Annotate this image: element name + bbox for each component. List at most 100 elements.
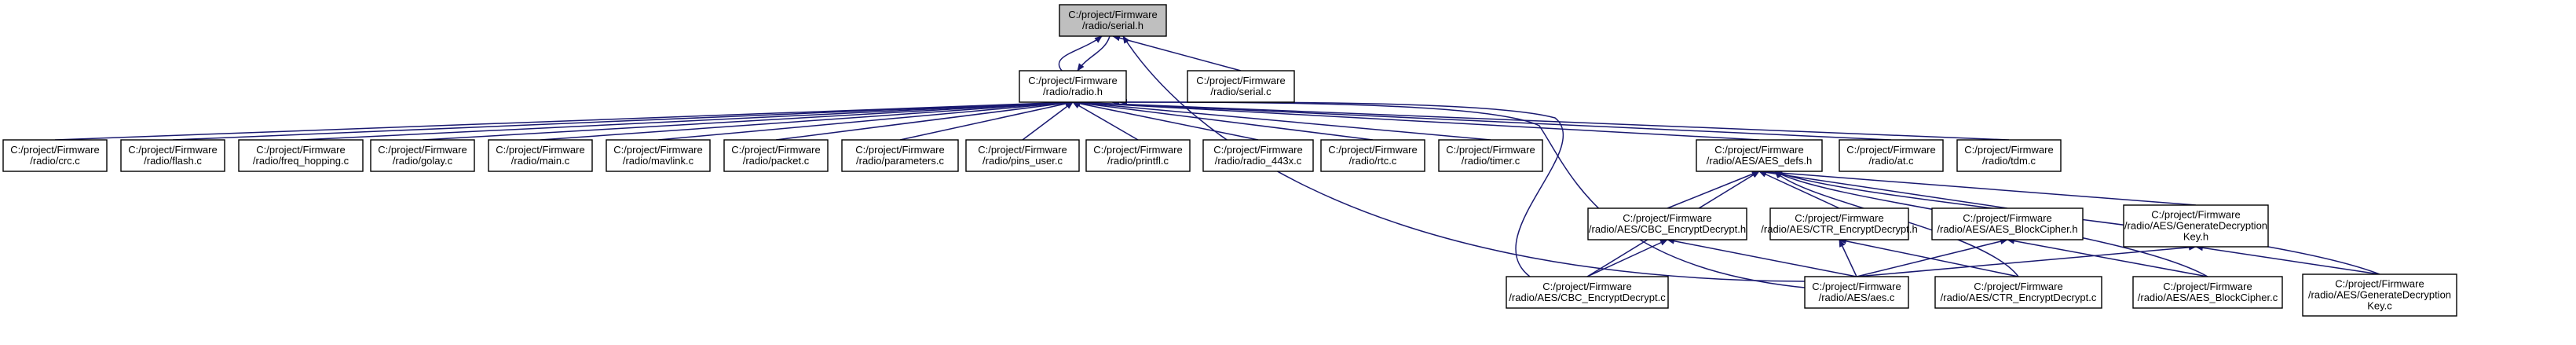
node-box[interactable] [1059,4,1167,37]
node-label-line: /radio/AES/AES_defs.h [1707,155,1812,167]
node-serial_c[interactable]: C:/project/Firmware/radio/serial.c [1187,70,1295,103]
edge-freq_c-to-radio_h [300,99,1074,141]
node-label-line: C:/project/Firmware [1328,144,1417,156]
node-box[interactable] [1320,139,1425,172]
edge-cbc_c-to-cbc_h [1586,239,1668,277]
node-box[interactable] [238,139,364,172]
node-r443x_c[interactable]: C:/project/Firmware/radio/radio_443x.c [1202,139,1314,172]
node-box[interactable] [841,139,959,172]
node-label-line: C:/project/Firmware [855,144,944,156]
edge-serial_c-to-serial_h [1112,35,1242,72]
edge-aes_c-to-cbc_h [1667,237,1857,277]
node-label-line: C:/project/Firmware [1714,144,1803,156]
edge-ctr_c-to-ctr_h [1839,237,2019,277]
node-gendec_c[interactable]: C:/project/Firmware/radio/AES/GenerateDe… [2302,273,2457,317]
node-box[interactable] [1931,207,2084,240]
node-label-line: /radio/AES/CBC_EncryptDecrypt.c [1509,292,1666,303]
node-cbc_h[interactable]: C:/project/Firmware/radio/AES/CBC_Encryp… [1587,207,1747,240]
node-aes_c[interactable]: C:/project/Firmware/radio/AES/aes.c [1804,276,1909,309]
node-aesdefs_h[interactable]: C:/project/Firmware/radio/AES/AES_defs.h [1696,139,1823,172]
node-packet_c[interactable]: C:/project/Firmware/radio/packet.c [723,139,829,172]
edges-layer [54,35,2380,288]
node-serial_h[interactable]: C:/project/Firmware/radio/serial.h [1059,4,1167,37]
node-box[interactable] [1202,139,1314,172]
node-label-line: /radio/AES/AES_BlockCipher.h [1937,223,2077,235]
node-label-line: Key.c [2367,300,2392,312]
node-label-line: C:/project/Firmware [731,144,820,156]
node-label-line: C:/project/Firmware [1028,75,1117,86]
node-box[interactable] [370,139,475,172]
node-label-line: /radio/AES/GenerateDecryption [2124,220,2267,232]
node-box[interactable] [965,139,1080,172]
node-label-line: C:/project/Firmware [10,144,99,156]
edge-mavlink_c-to-radio_h [657,99,1074,141]
edge-printfl_c-to-radio_h [1072,101,1139,141]
node-box[interactable] [1587,207,1747,240]
node-label-line: /radio/crc.c [30,155,80,167]
node-label-line: C:/project/Firmware [613,144,702,156]
node-box[interactable] [1769,207,1909,240]
edge-tdm_c-to-radio_h [1072,99,2010,141]
node-box[interactable] [2,139,108,172]
edge-gendec_h-to-aesdefs_h [1758,168,2197,206]
node-box[interactable] [1839,139,1944,172]
node-box[interactable] [1187,70,1295,103]
node-box[interactable] [1956,139,2062,172]
node-gendec_h[interactable]: C:/project/Firmware/radio/AES/GenerateDe… [2123,204,2269,248]
node-crc_c[interactable]: C:/project/Firmware/radio/crc.c [2,139,108,172]
node-box[interactable] [1804,276,1909,309]
node-box[interactable] [2302,273,2457,317]
node-label-line: C:/project/Firmware [1964,144,2053,156]
node-label-line: /radio/parameters.c [856,155,944,167]
node-label-line: /radio/pins_user.c [982,155,1063,167]
node-box[interactable] [1506,276,1669,309]
node-block_c[interactable]: C:/project/Firmware/radio/AES/AES_BlockC… [2132,276,2283,309]
node-box[interactable] [1934,276,2102,309]
node-golay_c[interactable]: C:/project/Firmware/radio/golay.c [370,139,475,172]
node-box[interactable] [488,139,593,172]
edge-block_h-to-aesdefs_h [1758,169,2008,209]
node-label-line: /radio/printfl.c [1107,155,1169,167]
node-block_h[interactable]: C:/project/Firmware/radio/AES/AES_BlockC… [1931,207,2084,240]
node-box[interactable] [606,139,711,172]
node-radio_h[interactable]: C:/project/Firmware/radio/radio.h [1019,70,1127,103]
node-mavlink_c[interactable]: C:/project/Firmware/radio/mavlink.c [606,139,711,172]
node-box[interactable] [120,139,225,172]
edge-aes_c-to-gendec_h [1856,244,2197,277]
node-flash_c[interactable]: C:/project/Firmware/radio/flash.c [120,139,225,172]
node-freq_c[interactable]: C:/project/Firmware/radio/freq_hopping.c [238,139,364,172]
node-box[interactable] [723,139,829,172]
node-at_c[interactable]: C:/project/Firmware/radio/at.c [1839,139,1944,172]
node-params_c[interactable]: C:/project/Firmware/radio/parameters.c [841,139,959,172]
node-label-line: /radio/AES/CTR_EncryptDecrypt.h [1761,223,1917,235]
node-label-line: C:/project/Firmware [1068,9,1157,20]
node-cbc_c[interactable]: C:/project/Firmware/radio/AES/CBC_Encryp… [1506,276,1669,309]
node-ctr_h[interactable]: C:/project/Firmware/radio/AES/CTR_Encryp… [1761,207,1918,240]
node-timer_c[interactable]: C:/project/Firmware/radio/timer.c [1438,139,1543,172]
node-ctr_c[interactable]: C:/project/Firmware/radio/AES/CTR_Encryp… [1934,276,2102,309]
edge-at_c-to-radio_h [1072,99,1892,141]
node-label-line: /radio/at.c [1868,155,1914,167]
node-box[interactable] [1019,70,1127,103]
node-label-line: /radio/AES/GenerateDecryption [2308,289,2451,301]
node-rtc_c[interactable]: C:/project/Firmware/radio/rtc.c [1320,139,1425,172]
node-tdm_c[interactable]: C:/project/Firmware/radio/tdm.c [1956,139,2062,172]
node-label-line: /radio/AES/CTR_EncryptDecrypt.c [1941,292,2097,303]
node-box[interactable] [1696,139,1823,172]
edge-rtc_c-to-radio_h [1072,100,1374,141]
node-label-line: /radio/tdm.c [1982,155,2036,167]
edge-crc_c-to-radio_h [54,99,1074,141]
node-label-line: C:/project/Firmware [2335,278,2424,290]
node-label-line: /radio/timer.c [1462,155,1520,167]
node-box[interactable] [1438,139,1543,172]
node-box[interactable] [2132,276,2283,309]
node-label-line: /radio/mavlink.c [623,155,694,167]
node-box[interactable] [1085,139,1191,172]
node-main_c[interactable]: C:/project/Firmware/radio/main.c [488,139,593,172]
edge-packet_c-to-radio_h [775,100,1074,141]
edge-aes_c-to-ctr_h [1839,239,1857,277]
node-printfl_c[interactable]: C:/project/Firmware/radio/printfl.c [1085,139,1191,172]
node-box[interactable] [2123,204,2269,248]
node-pins_c[interactable]: C:/project/Firmware/radio/pins_user.c [965,139,1080,172]
node-label-line: /radio/golay.c [393,155,453,167]
